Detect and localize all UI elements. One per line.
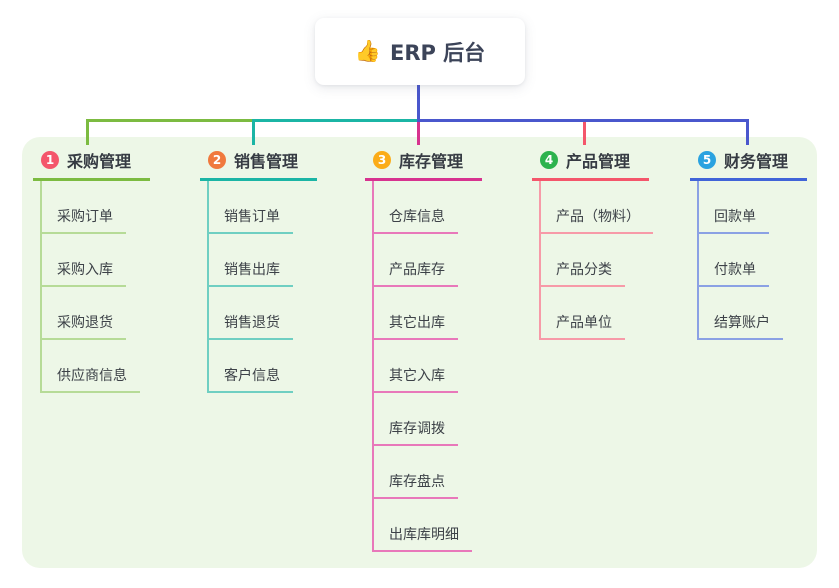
thumbs-up-icon: 👍 bbox=[354, 39, 381, 63]
branch-product: 4 产品管理产品（物料）产品分类产品单位 bbox=[532, 148, 653, 340]
branch-header-product[interactable]: 4 产品管理 bbox=[532, 148, 649, 181]
branch-purchase: 1 采购管理采购订单采购入库采购退货供应商信息 bbox=[33, 148, 150, 393]
connector-drop-finance bbox=[746, 119, 749, 145]
node-item[interactable]: 库存调拨 bbox=[374, 393, 458, 446]
node-item[interactable]: 供应商信息 bbox=[42, 340, 140, 393]
node-item[interactable]: 结算账户 bbox=[699, 287, 783, 340]
node-item[interactable]: 其它入库 bbox=[374, 340, 458, 393]
node-item[interactable]: 付款单 bbox=[699, 234, 769, 287]
branch-inventory: 3 库存管理仓库信息产品库存其它出库其它入库库存调拨库存盘点出库库明细 bbox=[365, 148, 482, 552]
node-item[interactable]: 产品单位 bbox=[541, 287, 625, 340]
branch-title: 财务管理 bbox=[724, 152, 789, 171]
node-item[interactable]: 客户信息 bbox=[209, 340, 293, 393]
branch-title: 库存管理 bbox=[399, 152, 464, 171]
branch-items-purchase: 采购订单采购入库采购退货供应商信息 bbox=[40, 181, 140, 393]
node-item[interactable]: 产品分类 bbox=[541, 234, 625, 287]
branch-number-badge: 2 bbox=[208, 151, 226, 169]
branch-finance: 5 财务管理回款单付款单结算账户 bbox=[690, 148, 807, 340]
root-node-label: ERP 后台 bbox=[389, 40, 486, 65]
branch-header-inventory[interactable]: 3 库存管理 bbox=[365, 148, 482, 181]
connector-segment-blue bbox=[417, 119, 749, 122]
connector-drop-inventory bbox=[417, 122, 420, 145]
branch-items-finance: 回款单付款单结算账户 bbox=[697, 181, 783, 340]
connector-root-vertical bbox=[417, 85, 420, 119]
branch-sales: 2 销售管理销售订单销售出库销售退货客户信息 bbox=[200, 148, 317, 393]
node-item[interactable]: 回款单 bbox=[699, 181, 769, 234]
branch-title: 产品管理 bbox=[566, 152, 631, 171]
node-item[interactable]: 采购退货 bbox=[42, 287, 126, 340]
branch-header-sales[interactable]: 2 销售管理 bbox=[200, 148, 317, 181]
branch-items-product: 产品（物料）产品分类产品单位 bbox=[539, 181, 653, 340]
node-item[interactable]: 采购入库 bbox=[42, 234, 126, 287]
connector-segment-teal bbox=[252, 119, 418, 122]
branch-title: 采购管理 bbox=[67, 152, 132, 171]
node-item[interactable]: 产品库存 bbox=[374, 234, 458, 287]
node-item[interactable]: 出库库明细 bbox=[374, 499, 472, 552]
branch-title: 销售管理 bbox=[234, 152, 299, 171]
branch-header-finance[interactable]: 5 财务管理 bbox=[690, 148, 807, 181]
connector-drop-purchase bbox=[86, 119, 89, 145]
node-item[interactable]: 销售出库 bbox=[209, 234, 293, 287]
branches-background-panel bbox=[22, 137, 817, 568]
node-item[interactable]: 库存盘点 bbox=[374, 446, 458, 499]
branch-number-badge: 5 bbox=[698, 151, 716, 169]
branch-number-badge: 1 bbox=[41, 151, 59, 169]
branch-number-badge: 3 bbox=[373, 151, 391, 169]
branch-number-badge: 4 bbox=[540, 151, 558, 169]
node-item[interactable]: 销售退货 bbox=[209, 287, 293, 340]
node-item[interactable]: 其它出库 bbox=[374, 287, 458, 340]
node-item[interactable]: 产品（物料） bbox=[541, 181, 653, 234]
connector-drop-product bbox=[583, 122, 586, 145]
branch-header-purchase[interactable]: 1 采购管理 bbox=[33, 148, 150, 181]
node-item[interactable]: 采购订单 bbox=[42, 181, 126, 234]
branch-items-sales: 销售订单销售出库销售退货客户信息 bbox=[207, 181, 293, 393]
node-item[interactable]: 仓库信息 bbox=[374, 181, 458, 234]
connector-drop-sales bbox=[252, 119, 255, 145]
node-item[interactable]: 销售订单 bbox=[209, 181, 293, 234]
connector-segment-green bbox=[86, 119, 253, 122]
branch-items-inventory: 仓库信息产品库存其它出库其它入库库存调拨库存盘点出库库明细 bbox=[372, 181, 472, 552]
root-node-erp[interactable]: 👍 ERP 后台 bbox=[315, 18, 525, 85]
